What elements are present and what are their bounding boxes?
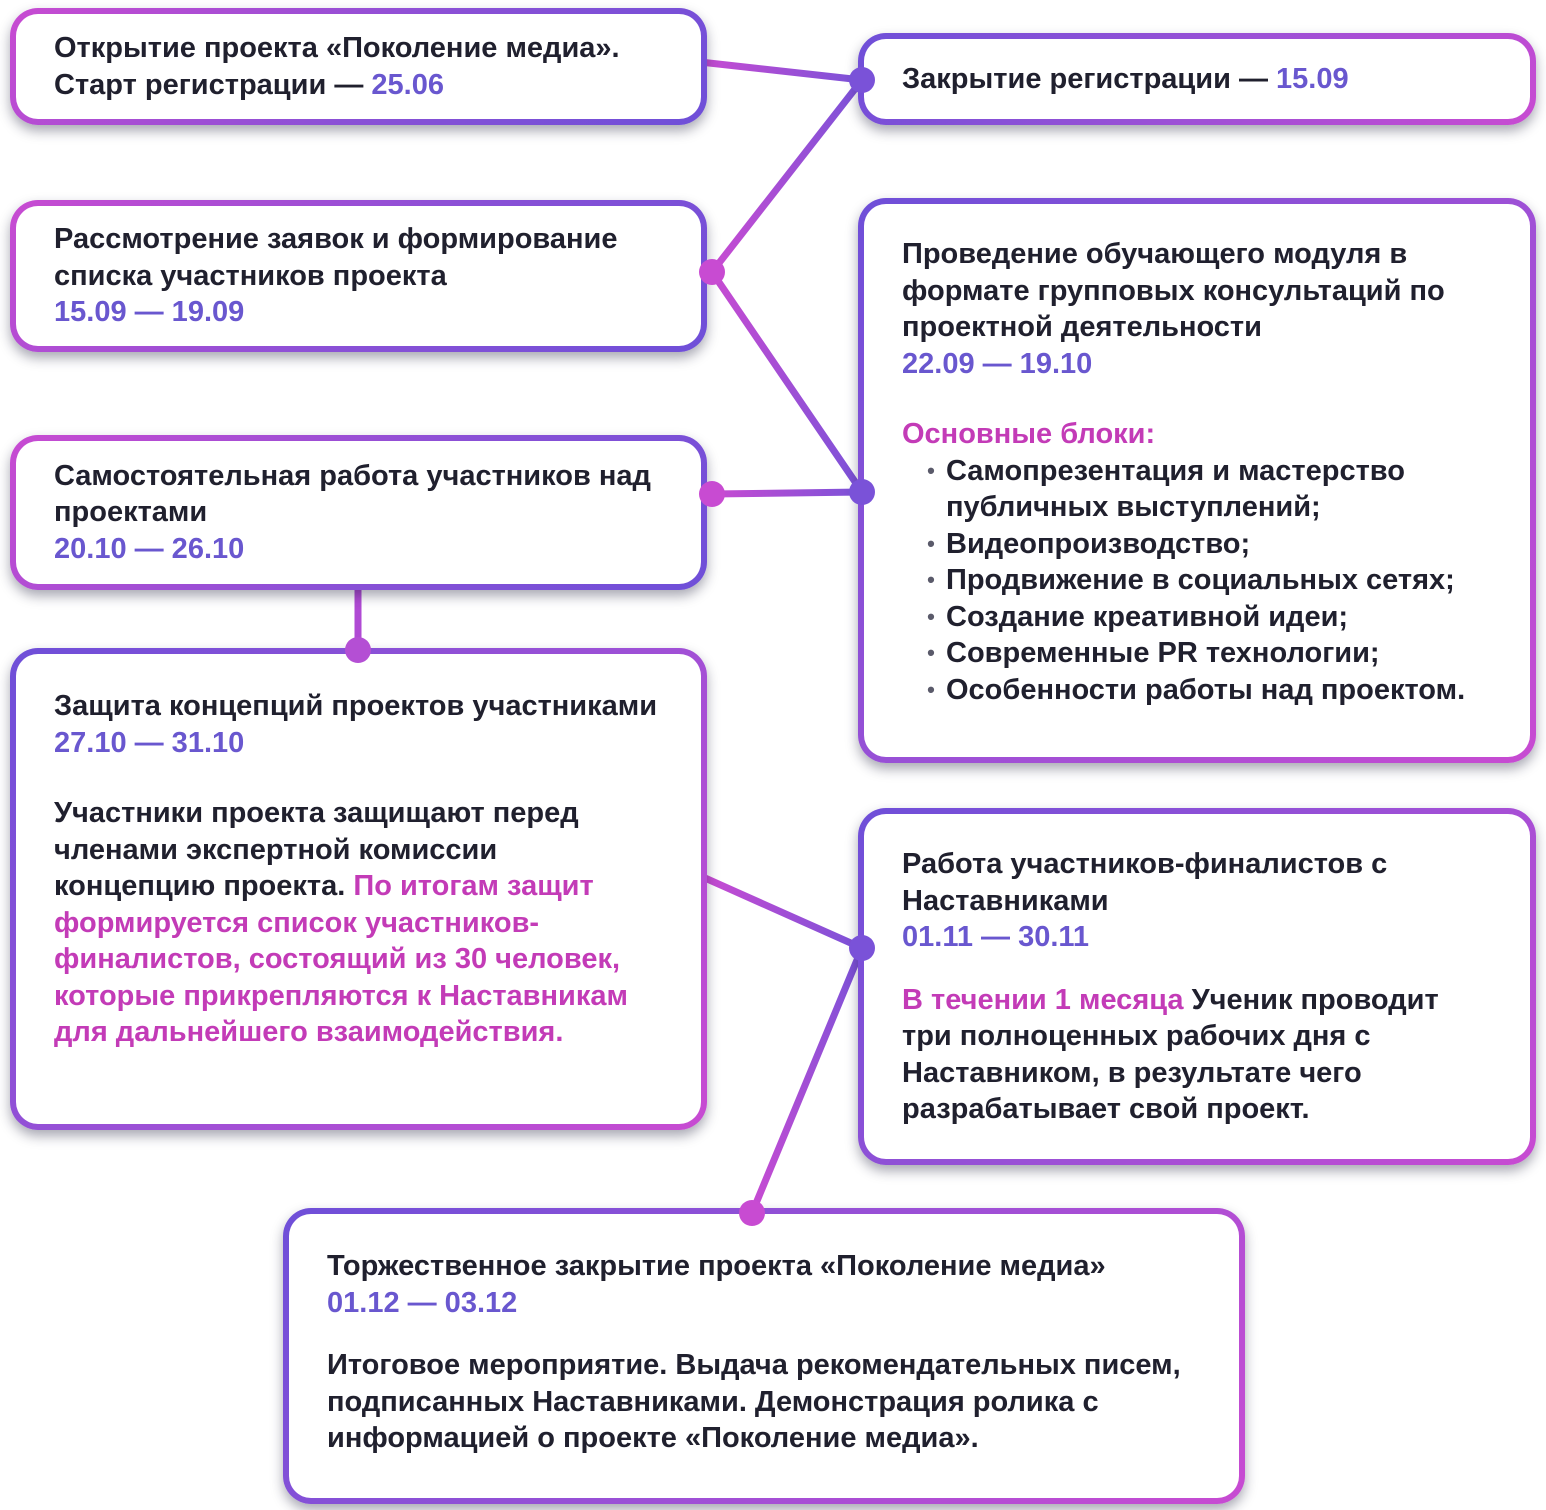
applications-date: 15.09 — 19.09 (54, 296, 245, 329)
box-independent-work-content: Самостоятельная работа участников над пр… (16, 441, 701, 584)
bullet-text: Современные PR технологии; (946, 637, 1380, 670)
bullet-text: Создание креативной идеи; (946, 600, 1349, 633)
training-blocks-heading: Основные блоки: (902, 418, 1156, 451)
defense-paragraph-accent: По итогам защит формируется список участ… (54, 870, 628, 1049)
spacer (902, 382, 1492, 416)
bullet-text: Самопрезентация и мастерство публичных в… (946, 454, 1405, 524)
box-applications-review: Рассмотрение заявок и формирование списк… (10, 200, 707, 352)
bullet-icon: • (927, 640, 935, 666)
list-item: • Особенности работы над проектом. (916, 672, 1492, 709)
box-project-closing: Торжественное закрытие проекта «Поколени… (283, 1208, 1245, 1504)
mentors-paragraph-accent: В течении 1 месяца (902, 983, 1192, 1016)
box-training-module-content: Проведение обучающего модуля в формате г… (864, 204, 1530, 757)
bullet-text: Видеопроизводство; (946, 527, 1251, 560)
training-bullet-list: • Самопрезентация и мастерство публичных … (916, 453, 1492, 709)
regclose-label: Закрытие регистрации — (902, 62, 1277, 95)
defense-title: Защита концепций проектов участниками (54, 690, 658, 722)
independent-date: 20.10 — 26.10 (54, 532, 245, 565)
box-project-closing-content: Торжественное закрытие проекта «Поколени… (289, 1214, 1239, 1498)
box-project-opening-content: Открытие проекта «Поколение медиа». Стар… (16, 14, 701, 119)
spacer (327, 1321, 1201, 1347)
bullet-icon: • (927, 676, 935, 702)
box-registration-close-content: Закрытие регистрации — 15.09 (864, 39, 1530, 119)
list-item: • Продвижение в социальных сетях; (916, 562, 1492, 599)
mentors-paragraph: В течении 1 месяца Ученик проводит три п… (902, 982, 1492, 1128)
opening-label: Открытие проекта «Поколение медиа». Стар… (54, 31, 620, 101)
bullet-icon: • (927, 530, 935, 556)
list-item: • Самопрезентация и мастерство публичных … (916, 453, 1492, 526)
box-concept-defense-content: Защита концепций проектов участниками 27… (16, 654, 701, 1124)
regclose-text: Закрытие регистрации — 15.09 (902, 61, 1492, 98)
spacer (54, 761, 663, 795)
list-item: • Видеопроизводство; (916, 526, 1492, 563)
box-independent-work: Самостоятельная работа участников над пр… (10, 435, 707, 590)
regclose-date: 15.09 (1276, 62, 1349, 95)
bullet-icon: • (927, 603, 935, 629)
closing-title: Торжественное закрытие проекта «Поколени… (327, 1250, 1106, 1282)
defense-paragraph: Участники проекта защищают перед членами… (54, 795, 663, 1051)
mentors-paragraph-plain: Ученик проводит три полноценных рабочих … (902, 983, 1439, 1126)
mentors-date: 01.11 — 30.11 (902, 921, 1090, 954)
opening-text: Открытие проекта «Поколение медиа». Стар… (54, 30, 663, 103)
spacer (902, 956, 1492, 982)
closing-date: 01.12 — 03.12 (327, 1286, 518, 1319)
box-applications-review-content: Рассмотрение заявок и формирование списк… (16, 206, 701, 346)
box-concept-defense: Защита концепций проектов участниками 27… (10, 648, 707, 1130)
box-mentor-work-content: Работа участников-финалистов с Наставник… (864, 814, 1530, 1159)
independent-title: Самостоятельная работа участников над пр… (54, 459, 651, 529)
opening-date: 25.06 (371, 68, 444, 101)
defense-date: 27.10 — 31.10 (54, 726, 245, 759)
box-registration-close: Закрытие регистрации — 15.09 (858, 33, 1536, 125)
box-project-opening: Открытие проекта «Поколение медиа». Стар… (10, 8, 707, 125)
box-mentor-work: Работа участников-финалистов с Наставник… (858, 808, 1536, 1165)
training-title: Проведение обучающего модуля в формате г… (902, 238, 1445, 344)
list-item: • Современные PR технологии; (916, 635, 1492, 672)
applications-title: Рассмотрение заявок и формирование списк… (54, 223, 618, 292)
defense-paragraph-plain: Участники проекта защищают перед членами… (54, 797, 579, 903)
list-item: • Создание креативной идеи; (916, 599, 1492, 636)
mentors-title: Работа участников-финалистов с Наставник… (902, 848, 1388, 917)
bullet-text: Особенности работы над проектом. (946, 673, 1466, 706)
bullet-text: Продвижение в социальных сетях; (946, 564, 1455, 597)
closing-paragraph: Итоговое мероприятие. Выдача рекомендате… (327, 1349, 1181, 1455)
box-training-module: Проведение обучающего модуля в формате г… (858, 198, 1536, 763)
bullet-icon: • (927, 567, 935, 593)
training-date: 22.09 — 19.10 (902, 347, 1093, 380)
bullet-icon: • (927, 457, 935, 483)
